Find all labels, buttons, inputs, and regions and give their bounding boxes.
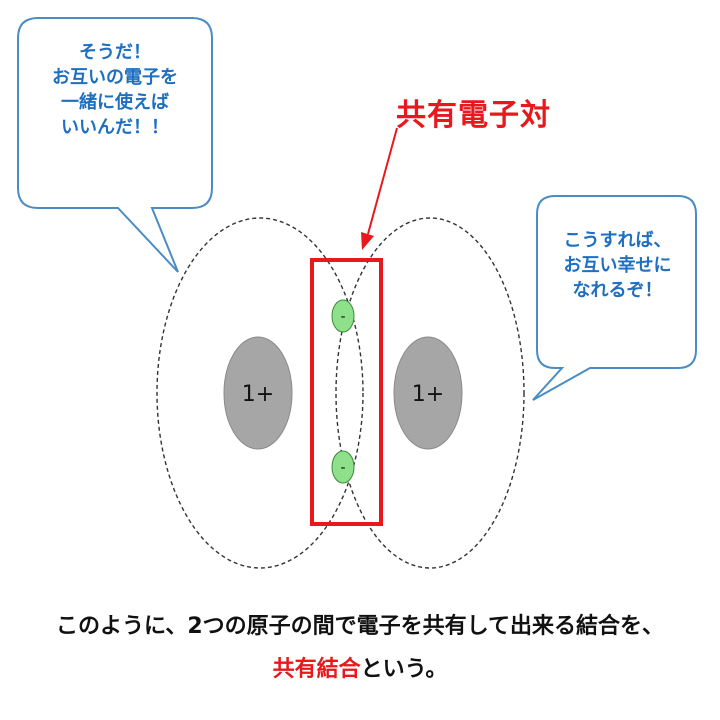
caption-line-1: このように、2つの原子の間で電子を共有して出来る結合を、 — [56, 614, 664, 639]
nucleus-left — [223, 336, 293, 450]
nucleus-left-label: 1+ — [242, 382, 274, 407]
electron-bottom — [331, 450, 355, 484]
speech-bubble-left — [17, 17, 213, 273]
pointer-arrow-head — [361, 232, 374, 250]
electron-top — [331, 299, 355, 333]
electron-shell-right — [335, 217, 525, 569]
pointer-arrow-line — [367, 127, 398, 235]
caption-highlight-term: 共有結合 — [272, 657, 361, 682]
shared-electron-pair-label: 共有電子対 — [396, 98, 551, 133]
electron-bottom-label: - — [340, 460, 345, 476]
caption-line-2: 共有結合という。 — [0, 650, 720, 690]
bubble-right-line: お互い幸せに — [563, 255, 672, 276]
nucleus-right — [393, 336, 463, 450]
electron-top-label: - — [340, 309, 345, 325]
bubble-left-line: いいんだ！！ — [61, 117, 169, 138]
bubble-left-line: お互いの電子を — [52, 67, 178, 88]
caption: このように、2つの原子の間で電子を共有して出来る結合を、 共有結合という。 — [0, 610, 720, 690]
caption-line-2-rest: という。 — [360, 657, 448, 682]
bubble-left-line: 一緒に使えば — [61, 92, 169, 113]
speech-bubble-right — [532, 195, 697, 401]
electron-shell-left — [156, 217, 364, 569]
bubble-left-line: そうだ！ — [79, 42, 151, 63]
nucleus-right-label: 1+ — [412, 382, 444, 407]
shared-pair-box — [310, 258, 383, 526]
bubble-right-line: こうすれば、 — [563, 230, 672, 251]
bubble-right-text: こうすれば、 お互い幸せに なれるぞ！ — [545, 228, 690, 303]
bubble-right-line: なれるぞ！ — [572, 280, 663, 301]
bubble-left-text: そうだ！ お互いの電子を 一緒に使えば いいんだ！！ — [30, 40, 200, 140]
